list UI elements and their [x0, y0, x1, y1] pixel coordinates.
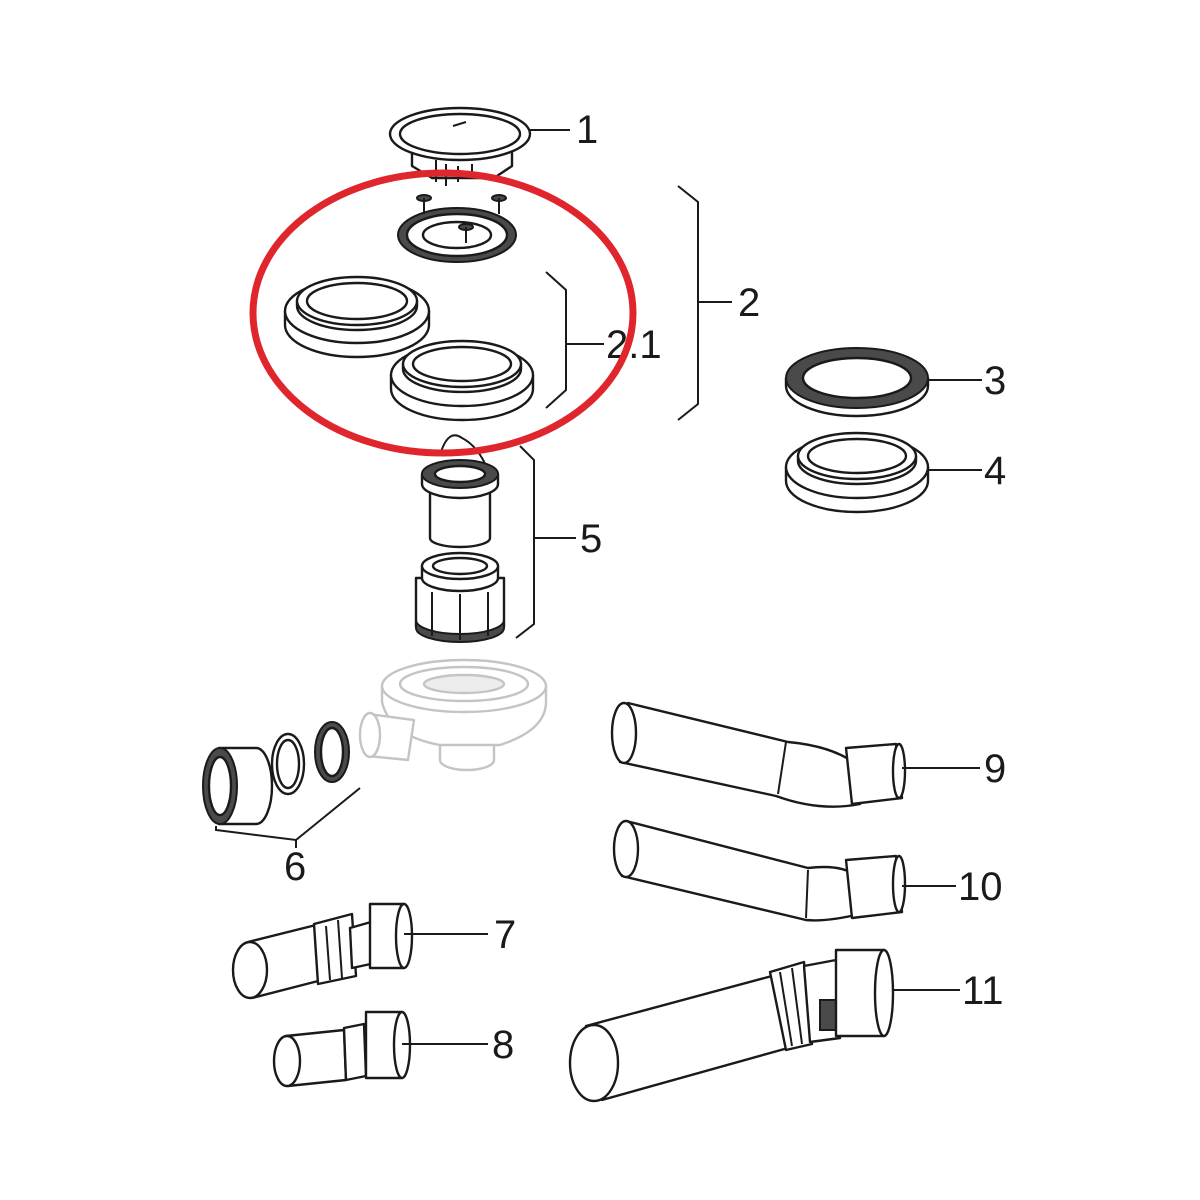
part-4-adapter-ring	[784, 431, 930, 514]
screw-icons	[416, 194, 507, 243]
label-part-4: 4	[984, 449, 1006, 493]
label-part-3: 3	[984, 359, 1006, 403]
part-5-insert-nut	[414, 551, 506, 643]
highlight-ellipse	[249, 169, 637, 457]
label-part-9: 9	[984, 747, 1006, 791]
part-5-dip-tube	[420, 434, 500, 549]
part-11-adapter-pipe	[568, 948, 895, 1103]
label-part-11: 11	[962, 969, 1004, 1013]
part-2-flange-ring	[397, 194, 517, 263]
label-part-8: 8	[492, 1023, 514, 1067]
part-10-bend-pipe	[612, 819, 907, 922]
label-part-1: 1	[576, 108, 598, 152]
part-6-seal-ring-2-inner	[319, 726, 345, 778]
part-7-compression-adapter	[231, 902, 414, 1000]
label-part-6: 6	[284, 845, 306, 889]
label-part-7: 7	[494, 913, 516, 957]
part-9-bend-pipe	[610, 701, 907, 808]
label-part-2: 2	[738, 281, 760, 325]
part-6-seal-ring-1-inner	[275, 738, 301, 790]
part-3-seal-ring	[784, 347, 930, 418]
leader-lines	[215, 129, 982, 1045]
part-2-1-upper-ring	[283, 275, 431, 359]
part-2-1-lower-ring	[389, 339, 535, 422]
label-part-5: 5	[580, 517, 602, 561]
trap-body-faded	[358, 658, 548, 772]
part-8-plain-adapter	[272, 1010, 412, 1088]
part-6-union-nut	[202, 746, 274, 826]
label-part-10: 10	[958, 865, 1003, 909]
